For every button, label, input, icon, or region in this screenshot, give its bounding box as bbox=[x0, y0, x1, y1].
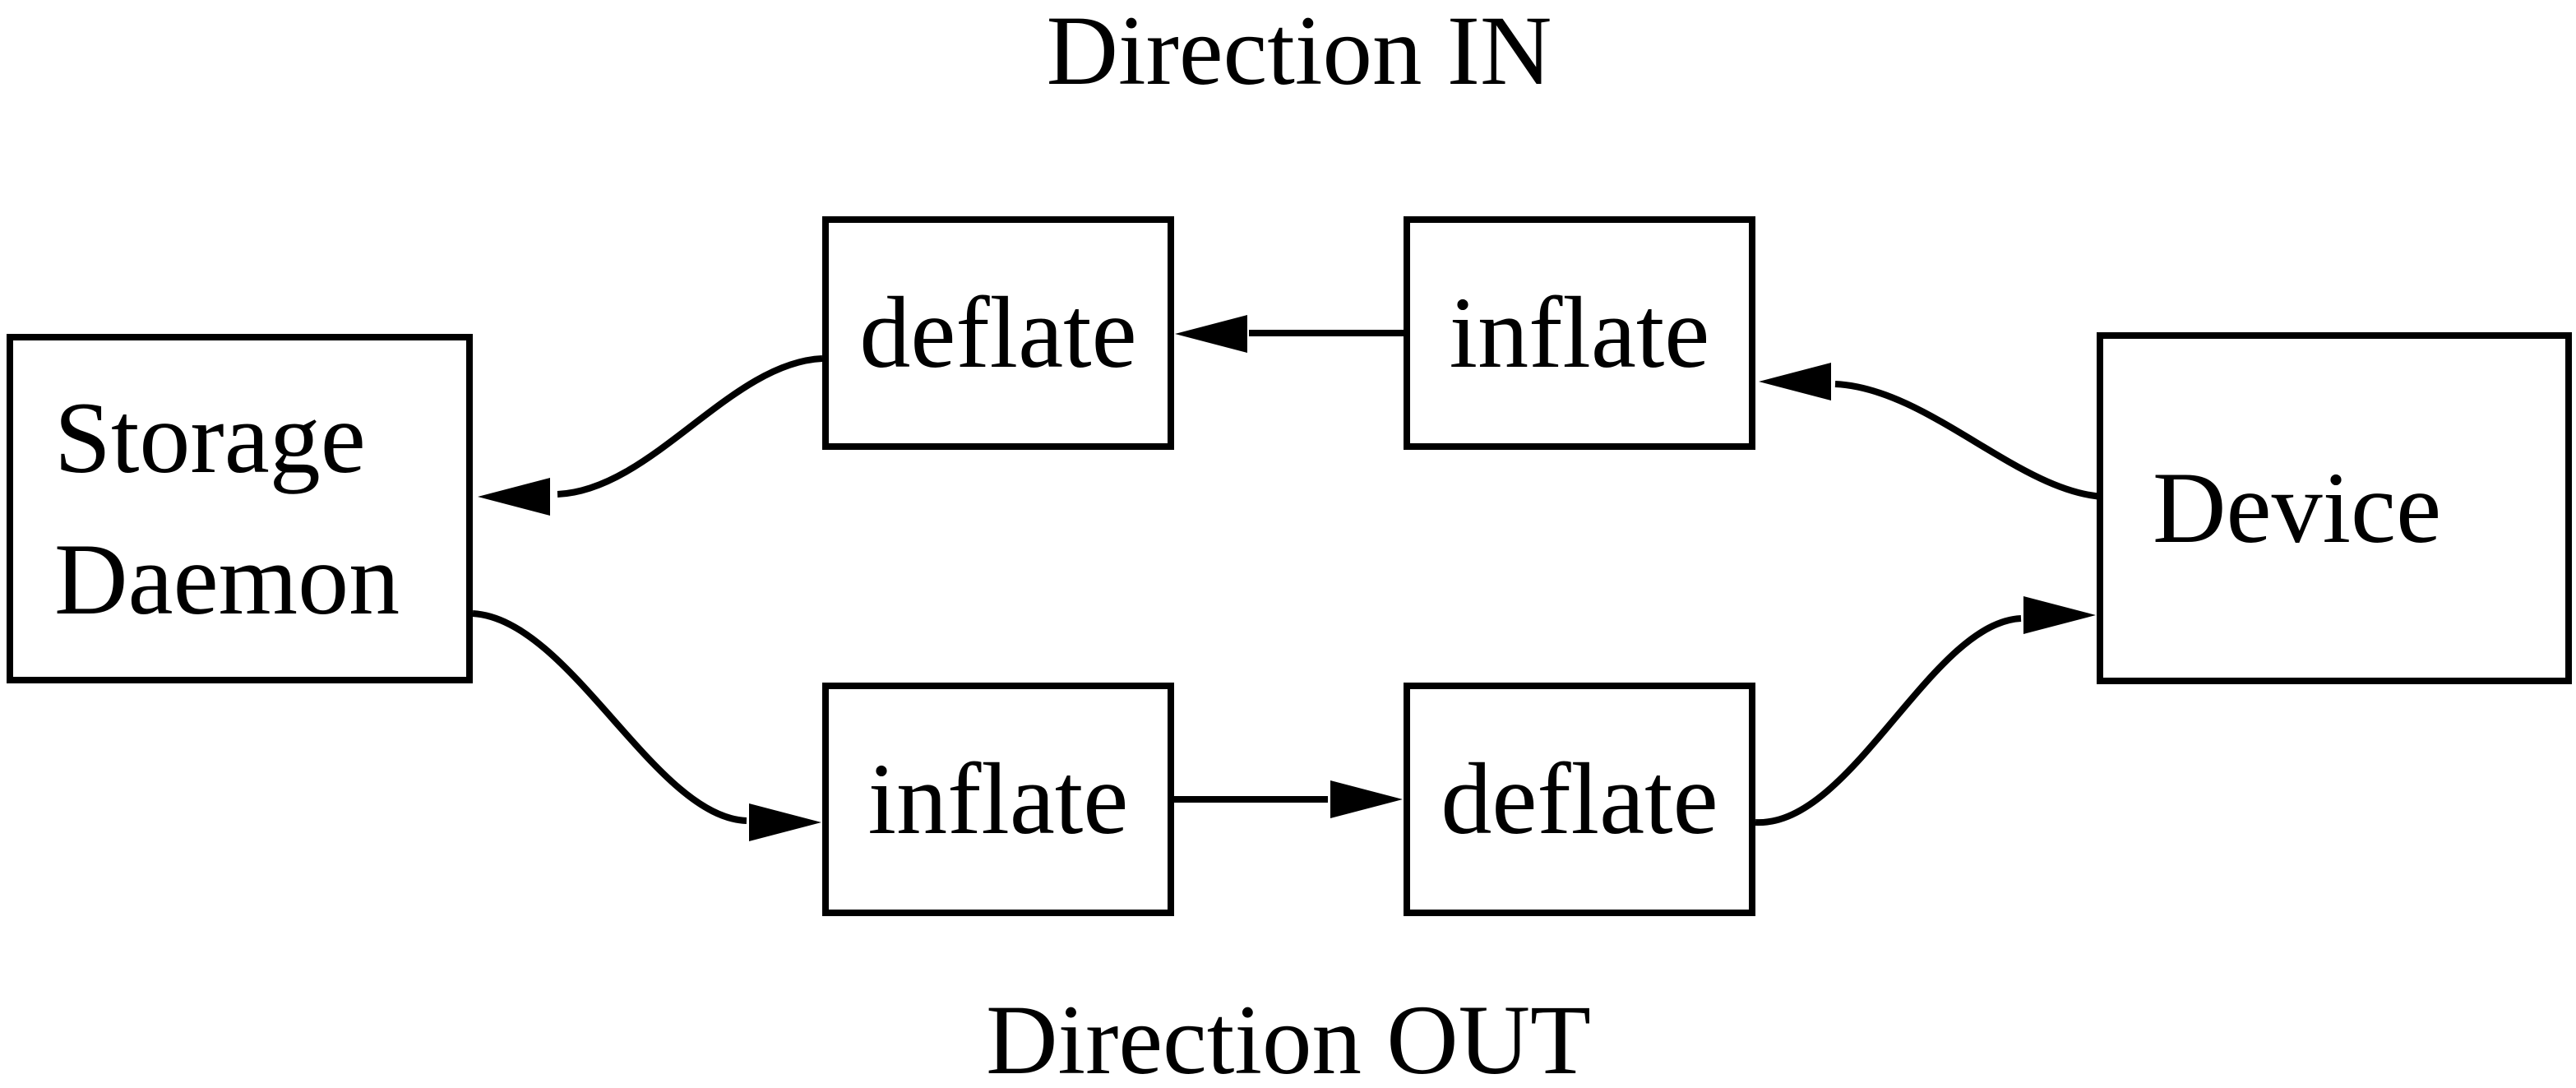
arrow-out-inflate-to-deflate bbox=[1174, 780, 1403, 818]
arrow-out-storage-to-inflate bbox=[472, 610, 821, 841]
storage-daemon-label-line2: Daemon bbox=[54, 522, 400, 636]
deflate-in-label: deflate bbox=[859, 276, 1137, 389]
node-device: Device bbox=[2097, 332, 2572, 684]
deflate-out-label: deflate bbox=[1441, 743, 1718, 855]
title-direction-out: Direction OUT bbox=[986, 985, 1591, 1088]
node-deflate-direction-out: deflate bbox=[1404, 683, 1755, 916]
node-storage-daemon: Storage Daemon bbox=[7, 334, 473, 683]
arrow-in-device-to-inflate bbox=[1759, 363, 2104, 500]
node-inflate-direction-in: inflate bbox=[1404, 216, 1755, 450]
node-deflate-direction-in: deflate bbox=[822, 216, 1174, 450]
inflate-out-label: inflate bbox=[867, 743, 1129, 855]
arrow-out-deflate-to-device bbox=[1755, 596, 2096, 826]
inflate-in-label: inflate bbox=[1449, 276, 1710, 389]
title-direction-in: Direction IN bbox=[1046, 0, 1552, 106]
storage-daemon-label-line1: Storage bbox=[54, 381, 366, 494]
arrow-in-deflate-to-storage bbox=[478, 355, 823, 516]
device-label: Device bbox=[2153, 451, 2442, 564]
arrow-in-inflate-to-deflate bbox=[1175, 315, 1404, 353]
node-inflate-direction-out: inflate bbox=[822, 683, 1174, 916]
